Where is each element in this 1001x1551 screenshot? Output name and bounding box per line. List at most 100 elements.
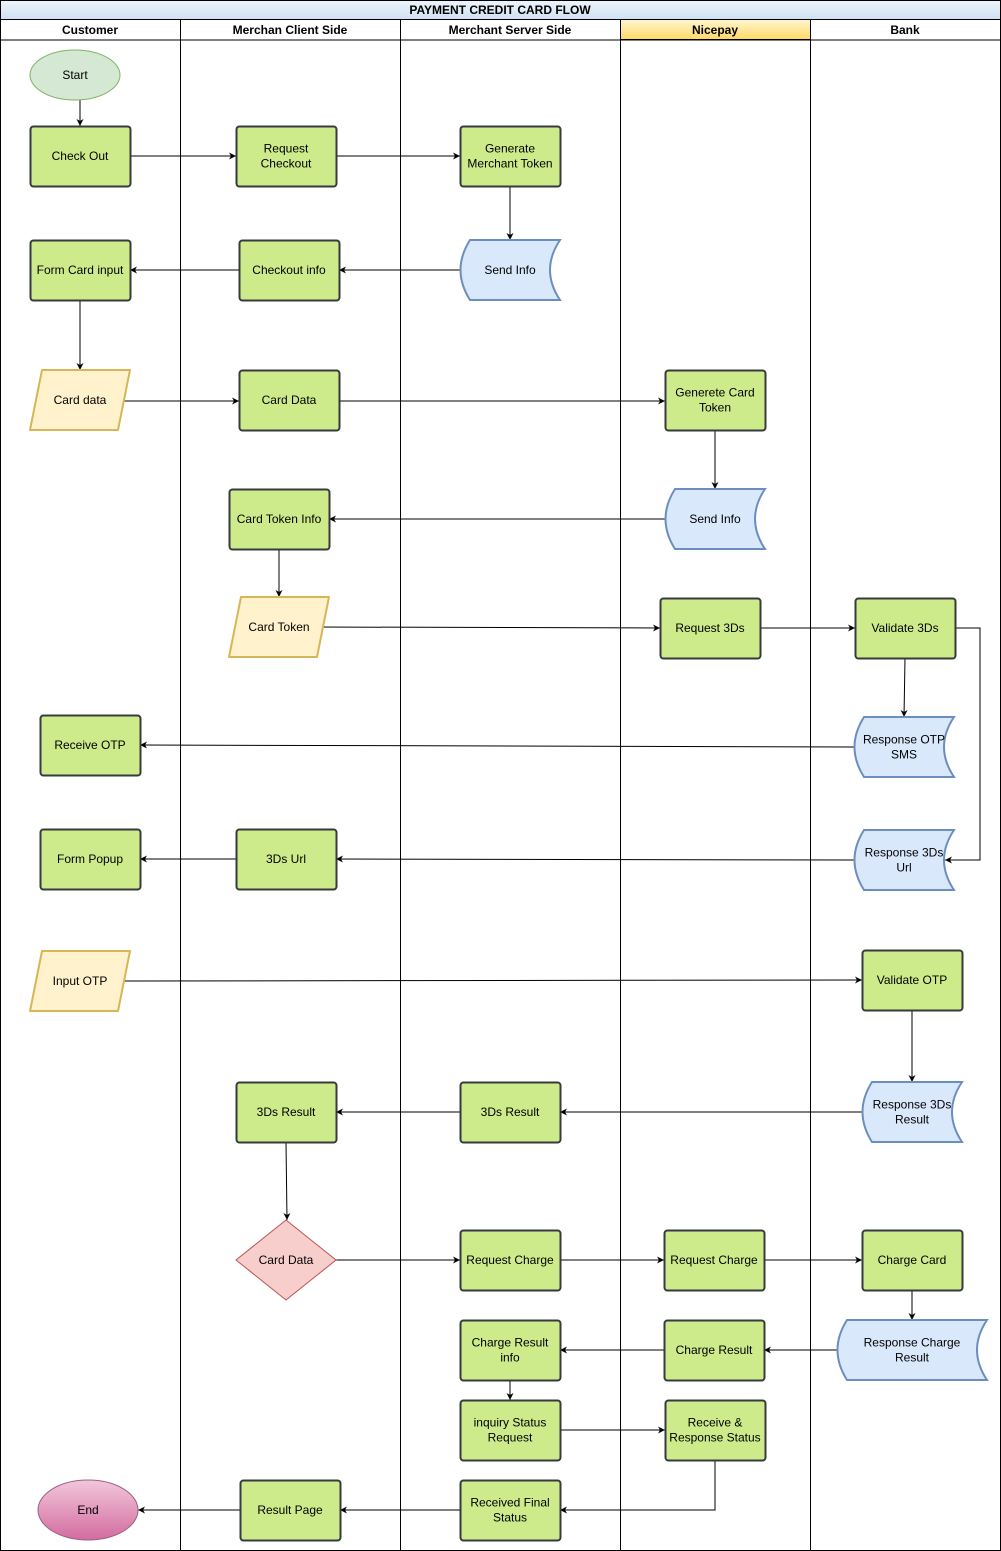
connector-arrow-33 <box>560 1460 716 1514</box>
charge-result-info-label-1: Charge Result <box>472 1336 549 1350</box>
send-info-nicepay-label-1: Send Info <box>689 512 741 526</box>
connector-arrow-18 <box>335 855 855 863</box>
send-info-nicepay-shape <box>664 488 767 550</box>
send-info-nicepay-node: Send Info <box>664 488 767 550</box>
result-3ds-server-node: 3Ds Result <box>459 1081 562 1144</box>
response-3ds-result-shape <box>861 1081 964 1143</box>
form-card-input-shape <box>29 239 132 302</box>
card-token-node: Card Token <box>228 596 330 658</box>
validate-3ds-shape <box>854 597 957 660</box>
received-final-status-shape <box>459 1479 562 1542</box>
receive-response-status-label-2: Response Status <box>669 1431 760 1445</box>
url-3ds-shape <box>235 828 338 891</box>
form-popup-label-1: Form Popup <box>57 852 123 866</box>
charge-card-label-1: Charge Card <box>878 1253 947 1267</box>
inquiry-status-request-shape <box>459 1399 562 1462</box>
request-checkout-shape <box>235 125 338 188</box>
checkout-info-shape <box>238 239 341 302</box>
validate-otp-label-1: Validate OTP <box>877 973 947 987</box>
card-data-client-shape <box>238 369 341 432</box>
lane-nicepay-header: Nicepay <box>692 23 738 37</box>
request-3ds-shape <box>659 597 762 660</box>
card-token-info-shape <box>228 488 331 551</box>
card-data-decision-shape <box>235 1219 337 1301</box>
validate-3ds-node: Validate 3Ds <box>854 597 957 660</box>
end-label-1: End <box>77 1503 98 1517</box>
start-shape <box>29 49 121 101</box>
input-otp-label-1: Input OTP <box>53 974 108 988</box>
connectors <box>76 100 981 1514</box>
generate-merchant-token-shape <box>459 125 562 188</box>
receive-otp-node: Receive OTP <box>39 714 142 777</box>
card-token-info-label-1: Card Token Info <box>237 512 322 526</box>
receive-otp-label-1: Receive OTP <box>54 738 125 752</box>
generate-merchant-token-label-1: Generate <box>485 142 535 156</box>
end-node: End <box>37 1479 139 1541</box>
start-node: Start <box>29 49 121 101</box>
charge-result-node: Charge Result <box>663 1319 766 1382</box>
card-token-label-1: Card Token <box>248 620 309 634</box>
request-charge-nicepay-node: Request Charge <box>663 1229 766 1292</box>
receive-otp-shape <box>39 714 142 777</box>
charge-result-info-shape <box>459 1319 562 1382</box>
form-popup-node: Form Popup <box>39 828 142 891</box>
lane-server-header: Merchant Server Side <box>449 23 572 37</box>
card-data-decision-label-1: Card Data <box>259 1253 314 1267</box>
response-charge-result-label-2: Result <box>895 1351 930 1365</box>
form-card-input-node: Form Card input <box>29 239 132 302</box>
url-3ds-node: 3Ds Url <box>235 828 338 891</box>
check-out-node: Check Out <box>29 125 132 188</box>
end-shape <box>37 1479 139 1541</box>
response-3ds-url-label-2: Url <box>896 861 911 875</box>
send-info-server-shape <box>459 239 562 301</box>
input-otp-shape <box>29 950 131 1012</box>
result-3ds-server-label-1: 3Ds Result <box>481 1105 540 1119</box>
inquiry-status-request-label-2: Request <box>488 1431 533 1445</box>
charge-card-node: Charge Card <box>861 1229 964 1292</box>
response-otp-sms-label-2: SMS <box>891 748 917 762</box>
checkout-info-label-1: Checkout info <box>252 263 326 277</box>
connector-arrow-17 <box>945 627 981 864</box>
connector-arrow-20 <box>117 976 863 984</box>
card-data-input-shape <box>29 369 131 431</box>
send-info-server-label-1: Send Info <box>484 263 536 277</box>
receive-response-status-label-1: Receive & <box>688 1416 743 1430</box>
send-info-server-node: Send Info <box>459 239 562 301</box>
connector-arrow-13 <box>316 624 661 632</box>
validate-otp-shape <box>861 949 964 1012</box>
check-out-label-1: Check Out <box>52 149 109 163</box>
response-3ds-result-label-2: Result <box>895 1113 930 1127</box>
start-label-1: Start <box>62 68 88 82</box>
checkout-info-node: Checkout info <box>238 239 341 302</box>
request-3ds-label-1: Request 3Ds <box>675 621 744 635</box>
result-3ds-server-shape <box>459 1081 562 1144</box>
request-charge-nicepay-label-1: Request Charge <box>670 1253 758 1267</box>
response-otp-sms-shape <box>853 716 956 778</box>
lane-client-header: Merchan Client Side <box>233 23 348 37</box>
request-3ds-node: Request 3Ds <box>659 597 762 660</box>
card-data-input-node: Card data <box>29 369 131 431</box>
input-otp-node: Input OTP <box>29 950 131 1012</box>
generate-card-token-shape <box>664 369 767 432</box>
check-out-shape <box>29 125 132 188</box>
generate-card-token-label-2: Token <box>699 401 731 415</box>
result-page-node: Result Page <box>239 1479 342 1542</box>
result-3ds-client-label-1: 3Ds Result <box>257 1105 316 1119</box>
diagram-title: PAYMENT CREDIT CARD FLOW <box>409 3 591 17</box>
receive-response-status-node: Receive &Response Status <box>664 1399 767 1462</box>
request-charge-nicepay-shape <box>663 1229 766 1292</box>
received-final-status-label-1: Received Final <box>470 1496 549 1510</box>
connector-arrow-24 <box>283 1141 291 1221</box>
generate-card-token-label-1: Generete Card <box>675 386 754 400</box>
